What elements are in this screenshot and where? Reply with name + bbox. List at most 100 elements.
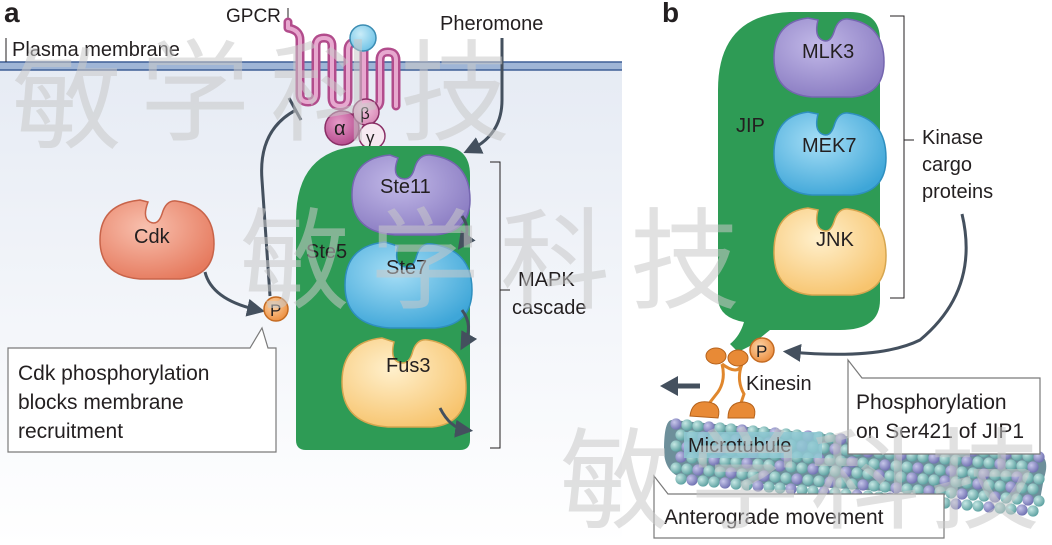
ste7-label: Ste7 [386,257,427,279]
tubulin-bead [950,476,962,488]
tubulin-bead [1033,495,1045,507]
tubulin-bead [1033,473,1045,485]
tubulin-bead [780,472,792,484]
tubulin-bead [961,499,973,511]
tubulin-bead [972,500,984,512]
tubulin-bead [978,490,990,502]
tubulin-bead [829,465,841,477]
microtubule-label: Microtubule [688,435,791,457]
tubulin-bead [730,456,742,468]
tubulin-bead [994,480,1006,492]
tubulin-bead [1011,493,1023,505]
tubulin-bead [994,502,1006,514]
tubulin-bead [692,420,704,432]
tubulin-bead [890,460,902,472]
jnk-label: JNK [816,229,854,251]
cdk-arrow [203,271,266,317]
tubulin-bead [928,452,940,464]
tubulin-bead [670,462,682,474]
watermark-char-6: 学 [370,198,480,326]
kinesin-label: Kinesin [746,373,812,395]
tubulin-bead [736,468,748,480]
tubulin-bead [835,433,847,445]
tubulin-bead [923,463,935,475]
cdk-kinase [99,199,215,280]
callout-b-line-2: on Ser421 of JIP1 [856,420,1024,443]
tubulin-bead [1027,483,1039,495]
tubulin-bead [890,482,902,494]
tubulin-bead [824,432,836,444]
tubulin-bead [785,483,797,495]
tubulin-bead [956,466,968,478]
gamma-label: γ [366,128,375,147]
tubulin-bead [670,418,682,430]
watermark-char-12: 技 [930,418,1040,545]
watermark-char-8: 技 [630,198,740,326]
tubulin-bead [824,476,836,488]
tubulin-bead [945,487,957,499]
alpha-label: α [334,118,346,140]
tubulin-bead [967,489,979,501]
watermark-char-1: 敏 [12,38,122,166]
cdk-label: Cdk [134,226,171,248]
tubulin-bead [1005,481,1017,493]
tubulin-bead [939,453,951,465]
movement-callout [653,474,945,539]
tubulin-bead [835,455,847,467]
tubulin-bead [972,478,984,490]
tubulin-bead [1016,482,1028,494]
tubulin-bead [857,457,869,469]
tubulin-bead [747,469,759,481]
tubulin-bead [774,460,786,472]
tubulin-bead [901,483,913,495]
tubulin-bead [906,472,918,484]
watermark-char-7: 科 [500,198,610,326]
tubulin-bead [961,455,973,467]
tubulin-bead [884,470,896,482]
tubulin-bead [846,478,858,490]
watermark-char-5: 敏 [240,198,350,326]
tubulin-bead [703,465,715,477]
tubulin-bead [725,467,737,479]
tubulin-bead [950,454,962,466]
cargo-arrow [782,213,968,362]
callout-a-line-3: recruitment [18,420,123,443]
tubulin-bead [868,480,880,492]
tubulin-bead [912,484,924,496]
watermark-char-2: 学 [140,30,250,158]
tubulin-bead [824,454,836,466]
mek7-kinase [773,111,887,196]
cascade-arrow-3 [438,407,474,438]
tubulin-bead [697,475,709,487]
tubulin-bead [741,479,753,491]
tubulin-bead [978,468,990,480]
cargo-label-3: proteins [922,181,993,203]
panel-a-label: a [4,0,20,28]
tubulin-bead [989,491,1001,503]
microtubule-label-bg [684,432,822,458]
cargo-label-1: Kinase [922,127,983,149]
tubulin-bead [802,474,814,486]
cascade-arrow-1 [457,215,476,250]
tubulin-bead [741,457,753,469]
tubulin-bead [879,459,891,471]
tubulin-bead [675,473,687,485]
tubulin-bead [1027,461,1039,473]
tubulin-bead [840,466,852,478]
inhibition-line [260,108,297,297]
watermark-char-3: 科 [270,30,380,158]
panel-a: a Plasma membrane GPCR Pheromone α β γ S… [0,0,622,545]
tubulin-bead [967,467,979,479]
cargo-bracket [890,15,905,299]
tubulin-bead [857,479,869,491]
ste5-label: Ste5 [306,241,347,263]
tubulin-bead [1016,460,1028,472]
phospho-label-b: P [756,342,767,361]
tubulin-bead [818,464,830,476]
tubulin-bead [851,467,863,479]
tubulin-bead [807,463,819,475]
tubulin-bead [1000,470,1012,482]
mlk3-kinase [773,17,885,98]
tubulin-bead [1022,472,1034,484]
